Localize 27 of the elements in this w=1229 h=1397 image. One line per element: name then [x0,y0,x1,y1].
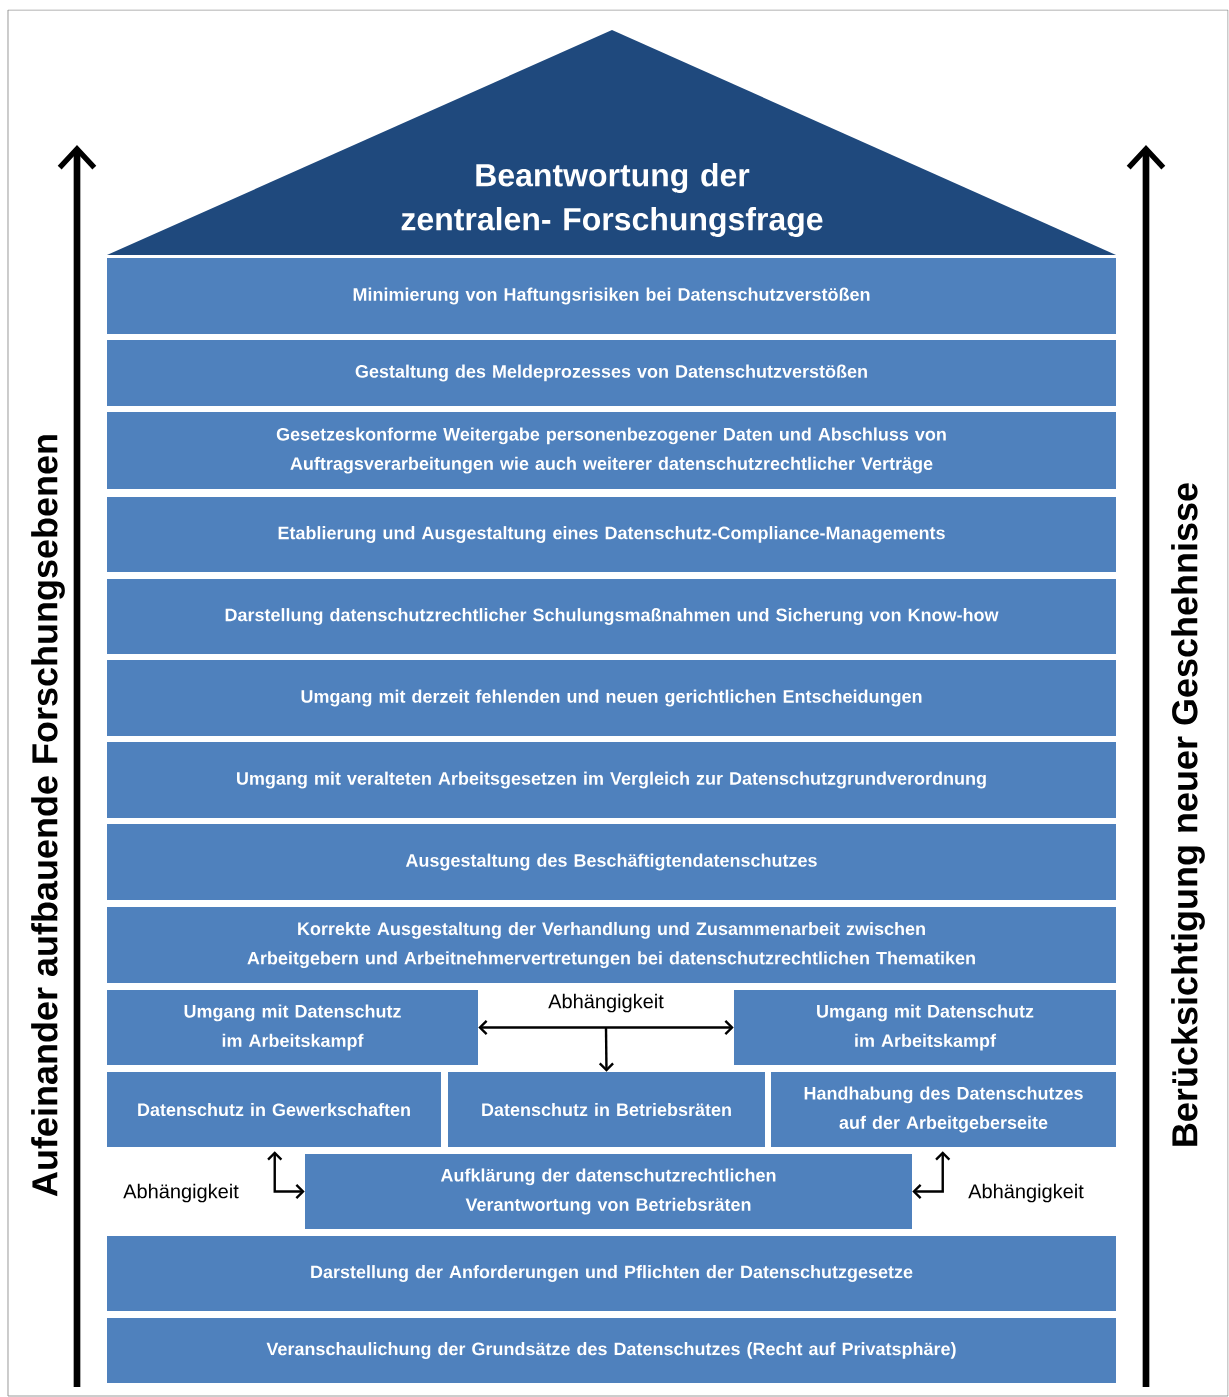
edge-label: Abhängigkeit [546,992,666,1014]
level-box: Gestaltung des Meldeprozesses von Datenschutzverstößen [107,340,1116,406]
side-label: Aufeinander aufbauende Forschungsebenen [31,435,65,1197]
level-box: Veranschaulichung der Grundsätze des Datenschutzes (Recht auf Privatsphäre) [107,1318,1116,1383]
level-box: Minimierung von Haftungsrisiken bei Datenschutzverstößen [107,258,1116,334]
level-box: Darstellung der Anforderungen und Pflichten der Datenschutzgesetze [107,1236,1116,1311]
edge-label: Abhängigkeit [121,1182,241,1204]
level-box: Datenschutz in Betriebsräten [448,1072,765,1147]
side-label: Berücksichtigung neuer Geschehnisse [1171,483,1205,1146]
roof-triangle: Beantwortung der zentralen- Forschungsfrage [107,30,1116,255]
level-box: Umgang mit Datenschutz im Arbeitskampf [107,990,478,1065]
arrow [598,1027,614,1072]
level-box: Umgang mit derzeit fehlenden und neuen gerichtlichen Entscheidungen [107,660,1116,736]
arrow [478,1020,734,1036]
arrow [912,1151,951,1200]
level-box: Datenschutz in Gewerkschaften [107,1072,441,1147]
level-box: Etablierung und Ausgestaltung eines Datenschutz-Compliance-Managements [107,497,1116,572]
level-box: Ausgestaltung des Beschäftigtendatenschutzes [107,824,1116,900]
arrow [267,1151,305,1200]
level-box: Handhabung des Datenschutzes auf der Arbeitgeberseite [771,1072,1116,1147]
level-box: Aufklärung der datenschutzrechtlichen Verantwortung von Betriebsräten [305,1154,912,1229]
level-box: Gesetzeskonforme Weitergabe personenbezogener Daten und Abschluss von Auftragsverarbeitungen wie auch weiterer datenschutzrechtlicher Verträge [107,412,1116,489]
level-box: Korrekte Ausgestaltung der Verhandlung und Zusammenarbeit zwischen Arbeitgebern und Arbeitnehmervertretungen bei datenschutzrechtlichen Thematiken [107,907,1116,983]
level-box: Umgang mit Datenschutz im Arbeitskampf [734,990,1116,1065]
edge-label: Abhängigkeit [966,1182,1086,1204]
level-box: Darstellung datenschutzrechtlicher Schulungsmaßnahmen und Sicherung von Know-how [107,579,1116,654]
level-box: Umgang mit veralteten Arbeitsgesetzen im Vergleich zur Datenschutzgrundverordnung [107,742,1116,818]
